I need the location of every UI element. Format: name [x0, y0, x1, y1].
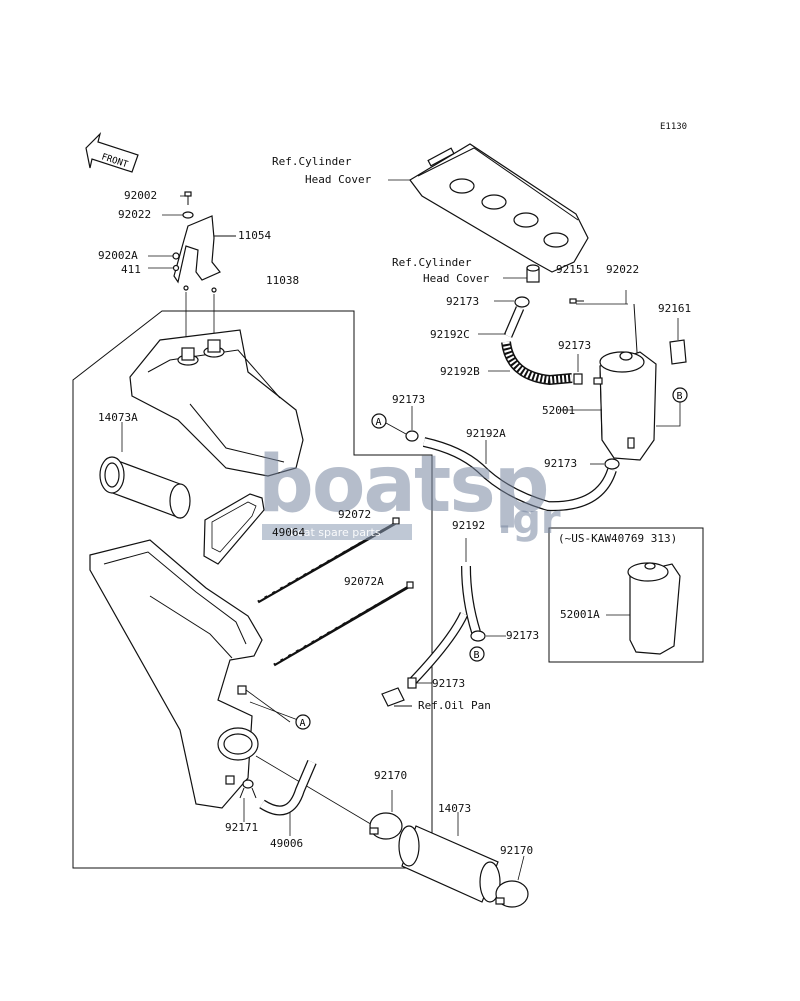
separator-52001-icon [593, 351, 657, 461]
part-label-52001a: 52001A [560, 608, 600, 621]
marker-a-lower-label: A [300, 718, 306, 729]
filter-14073a-icon [99, 456, 191, 519]
part-label-92022-left: 92022 [118, 208, 152, 221]
part-label-52001: 52001 [542, 404, 576, 417]
bolt-92002-icon [182, 191, 194, 219]
part-label-411: 411 [121, 263, 141, 276]
part-label-11054: 11054 [238, 229, 272, 242]
clamp-92173-a-icon [514, 296, 530, 308]
hose-92192b-icon [501, 341, 573, 386]
inset-box [548, 527, 704, 663]
hose-92192c-icon [503, 306, 525, 338]
part-label-92192: 92192 [452, 519, 486, 532]
marker-b-lower: B [469, 646, 485, 662]
hose-92192a-icon [422, 437, 617, 512]
bracket-11054-icon [148, 215, 236, 345]
tube-14073-icon [398, 825, 501, 903]
clamp-92173-b-icon [573, 373, 583, 385]
part-label-92151: 92151 [556, 263, 590, 276]
strap-92072a-icon [273, 581, 414, 667]
part-label-92173-e: 92173 [506, 629, 540, 642]
marker-b-upper-label: B [677, 391, 683, 402]
part-label-92192a: 92192A [466, 427, 506, 440]
watermark-main: boatsp [258, 440, 550, 530]
airbox-case-icon [89, 539, 263, 809]
part-label-11038: 11038 [266, 274, 300, 287]
part-label-92173-a: 92173 [446, 295, 480, 308]
clamp-92173-d-icon [405, 430, 419, 442]
oil-pan-fitting-icon [381, 687, 412, 707]
part-label-92022-right: 92022 [606, 263, 640, 276]
part-label-92173-f: 92173 [432, 677, 466, 690]
marker-a-upper-label: A [376, 417, 382, 428]
marker-a-upper: A [371, 413, 407, 435]
breather-fitting-icon [526, 264, 540, 283]
part-label-92170-b: 92170 [500, 844, 534, 857]
hose-92192-icon [408, 565, 481, 686]
watermark-suffix: .gr [497, 497, 561, 543]
ref-cylinder-head-2-line1: Ref.Cylinder [392, 256, 472, 269]
clamp-92171-icon [239, 779, 257, 799]
front-arrow-icon: FRONT [85, 132, 139, 173]
part-label-92072: 92072 [338, 508, 372, 521]
diagram-id: E1130 [660, 122, 688, 132]
part-label-14073a: 14073A [98, 411, 138, 424]
marker-b-lower-label: B [474, 650, 480, 661]
clamp-92173-e-icon [470, 630, 486, 642]
airbox-cover-icon [129, 329, 304, 477]
clamp-92170-a-icon [369, 812, 403, 840]
part-label-92173-b: 92173 [558, 339, 592, 352]
marker-b-upper: B [672, 387, 688, 403]
ref-cylinder-head-1-line2: Head Cover [305, 173, 372, 186]
clamp-92173-f-icon [407, 677, 417, 689]
part-label-92192b: 92192B [440, 365, 480, 378]
part-label-49006: 49006 [270, 837, 304, 850]
part-label-49064: 49064 [272, 526, 306, 539]
cylinder-head-cover-icon [409, 143, 589, 273]
clamp-92173-c-icon [604, 458, 620, 470]
separator-52001a-icon [627, 562, 681, 655]
marker-a-lower: A [249, 701, 311, 730]
part-label-92002a: 92002A [98, 249, 138, 262]
part-label-92192c: 92192C [430, 328, 470, 341]
inset-title: (~US-KAW40769 313) [558, 532, 678, 545]
ref-cylinder-head-1-line1: Ref.Cylinder [272, 155, 352, 168]
part-label-92002: 92002 [124, 189, 158, 202]
part-label-92171: 92171 [225, 821, 259, 834]
part-label-92173-d: 92173 [392, 393, 426, 406]
clamp-92170-b-icon [495, 880, 529, 908]
screw-92151-icon [569, 298, 584, 304]
part-label-92170-a: 92170 [374, 769, 408, 782]
gasket-49064-icon [203, 493, 265, 565]
part-label-14073: 14073 [438, 802, 472, 815]
ref-cylinder-head-2-line2: Head Cover [423, 272, 490, 285]
part-label-92161: 92161 [658, 302, 692, 315]
watermark-logo [262, 524, 412, 540]
watermark-sub: boat spare parts [290, 526, 381, 539]
hose-49006-icon [259, 760, 317, 816]
pad-92161-icon [669, 339, 687, 365]
ref-oil-pan: Ref.Oil Pan [418, 699, 491, 712]
part-label-92173-c: 92173 [544, 457, 578, 470]
part-label-92072a: 92072A [344, 575, 384, 588]
